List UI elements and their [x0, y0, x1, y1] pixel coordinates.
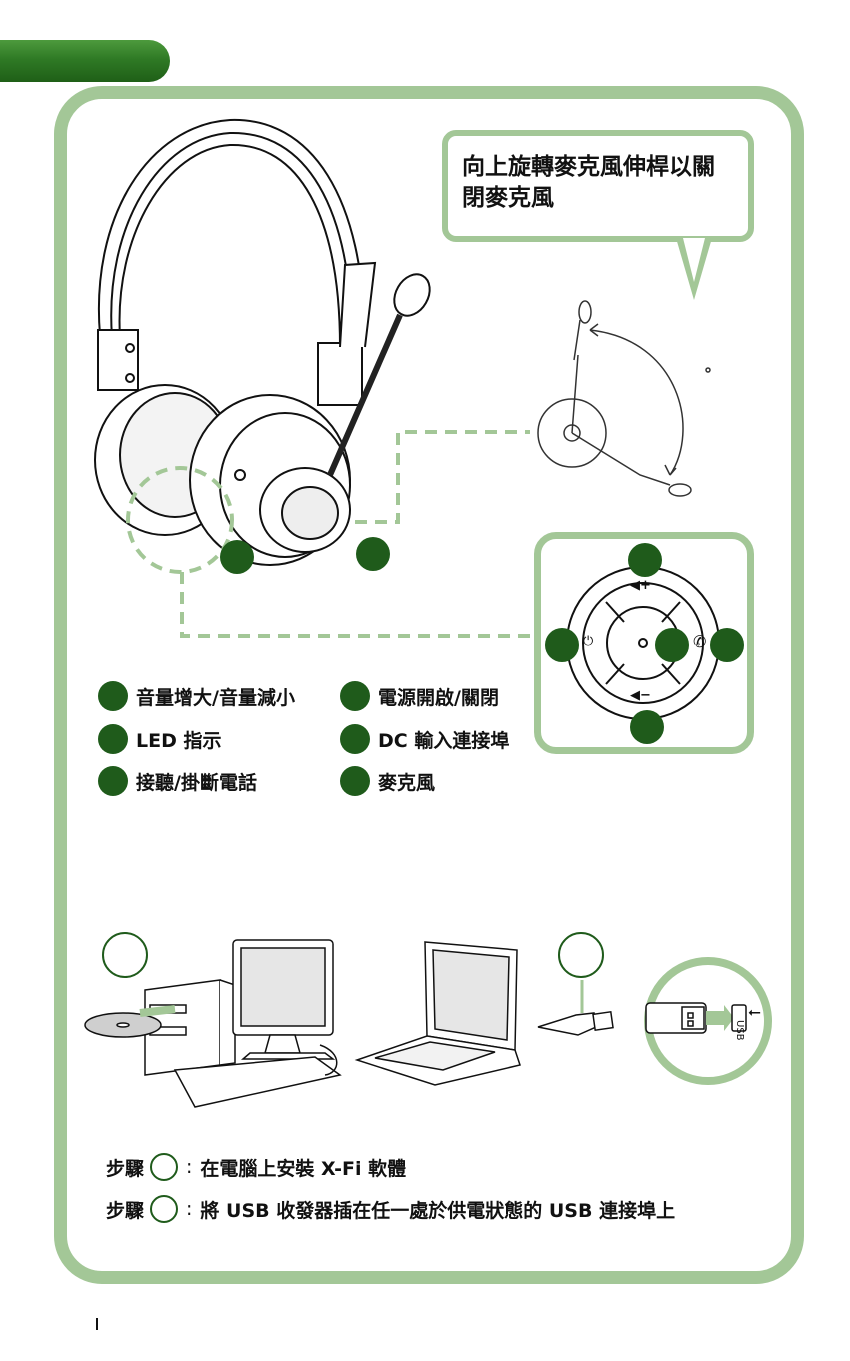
legend-dot [98, 766, 128, 796]
step-2-prefix: 步驟 [106, 1196, 144, 1223]
callout-dot-call [710, 628, 744, 662]
usb-icon: ⭠ [748, 1002, 761, 1022]
volume-up-button[interactable]: ◀+ [630, 578, 651, 593]
callout-line-2: 閉麥克風 [462, 183, 734, 214]
step-2-ring [150, 1195, 178, 1223]
step-2-text: 將 USB 收發器插在任一處於供電狀態的 USB 連接埠上 [200, 1196, 675, 1223]
usb-label: USB [734, 1020, 745, 1041]
step-ring-2 [558, 932, 604, 978]
step-1-colon: : [186, 1156, 192, 1178]
legend-item-dc: DC 輸入連接埠 [340, 724, 509, 754]
callout-line-1: 向上旋轉麥克風伸桿以關 [462, 152, 734, 183]
laptop-illustration [355, 940, 530, 1090]
callout-dot-mic [356, 537, 390, 571]
legend-item-power: 電源開啟/關閉 [340, 681, 499, 711]
callout-dot-dc-port [220, 540, 254, 574]
step-1-prefix: 步驟 [106, 1154, 144, 1181]
callout-dot-led [655, 628, 689, 662]
legend-label: LED 指示 [136, 726, 221, 753]
power-icon[interactable]: ⏻ [583, 634, 593, 649]
legend-dot [340, 766, 370, 796]
legend-label: 音量增大/音量減小 [136, 683, 295, 710]
mic-rotation-diagram [530, 300, 720, 510]
volume-down-button[interactable]: ◀− [630, 688, 651, 703]
callout-dot-power [545, 628, 579, 662]
callout-tail-inner [683, 238, 705, 282]
phone-icon[interactable]: ✆ [693, 632, 706, 651]
legend-dot [340, 724, 370, 754]
callout-dot-volume-down [630, 710, 664, 744]
legend-dot [98, 724, 128, 754]
step-2: 步驟 : 將 USB 收發器插在任一處於供電狀態的 USB 連接埠上 [106, 1192, 675, 1226]
legend-item-volume: 音量增大/音量減小 [98, 681, 295, 711]
legend-dot [98, 681, 128, 711]
legend-item-led: LED 指示 [98, 724, 221, 754]
legend-label: DC 輸入連接埠 [378, 726, 509, 753]
legend-item-mic: 麥克風 [340, 766, 435, 796]
step-1: 步驟 : 在電腦上安裝 X-Fi 軟體 [106, 1150, 406, 1184]
legend-label: 麥克風 [378, 768, 435, 795]
legend-label: 電源開啟/關閉 [378, 683, 499, 710]
step-1-ring [150, 1153, 178, 1181]
desktop-computer-illustration [85, 935, 345, 1115]
callout-dot-volume-up [628, 543, 662, 577]
legend-label: 接聽/掛斷電話 [136, 768, 257, 795]
callout-bubble: 向上旋轉麥克風伸桿以關 閉麥克風 [442, 130, 754, 242]
step-2-colon: : [186, 1198, 192, 1220]
usb-dongle-illustration [536, 975, 616, 1045]
step-1-text: 在電腦上安裝 X-Fi 軟體 [200, 1154, 406, 1181]
legend-dot [340, 681, 370, 711]
legend-item-call: 接聽/掛斷電話 [98, 766, 257, 796]
page-marker [96, 1318, 98, 1330]
